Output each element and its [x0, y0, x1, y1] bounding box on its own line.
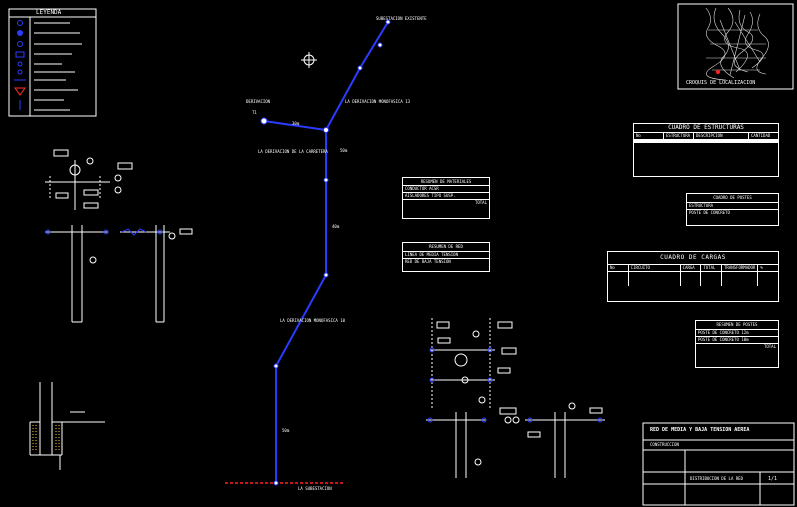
- table-cell: ESTRUCTURA: [689, 203, 714, 208]
- tabla-derecha-sup-title: CUADRO DE POSTES: [713, 195, 752, 200]
- location-marker: [716, 70, 720, 74]
- route-label-start: LA SUBESTACION: [298, 486, 332, 491]
- table-cell: POSTE DE CONCRETO 12m: [698, 330, 749, 335]
- table-header: %: [760, 265, 763, 270]
- route-nodes: [260, 19, 391, 486]
- title-block-subtitle: CONSTRUCCION: [650, 442, 679, 447]
- cuadro-estructuras-table: CUADRO DE ESTRUCTURAS No ESTRUCTURA DESC…: [633, 123, 779, 177]
- table-row: [634, 139, 778, 140]
- table-header: ESTRUCTURA: [664, 133, 694, 139]
- route-span-c: 40m: [332, 224, 340, 229]
- route-label-end-top: SUBESTACION EXISTENTE: [376, 16, 427, 21]
- location-map-texture: [705, 7, 769, 81]
- table-cell: TOTAL: [763, 344, 776, 349]
- route-span-d: 50m: [282, 428, 290, 433]
- table-row: [608, 271, 778, 286]
- foundation-detail: [29, 382, 105, 470]
- table-header: CIRCUITO: [629, 265, 681, 271]
- table-header: CARGA: [681, 265, 702, 271]
- table-header: No: [634, 133, 664, 139]
- table-row: [634, 141, 778, 142]
- table-cell: LINEA DE MEDIA TENSION: [405, 252, 458, 257]
- title-block-lines: [642, 422, 795, 506]
- table-row: [634, 142, 778, 143]
- legend-box: [8, 8, 97, 117]
- location-map-caption: CROQUIS DE LOCALIZACION: [686, 80, 756, 86]
- resumen-materiales-title: RESUMEN DE MATERIALES: [420, 179, 472, 184]
- route-label-t1: T1: [252, 110, 257, 115]
- table-header: CANTIDAD: [751, 133, 771, 138]
- table-cell: TOTAL: [474, 200, 487, 205]
- cuadro-postes-title: RESUMEN DE POSTES: [716, 322, 758, 327]
- north-arrow: [301, 52, 317, 68]
- route-label-lower: LA DERIVACION MONOFASICA 10: [280, 318, 346, 323]
- foundation-hatch: [32, 425, 60, 452]
- legend-title: LEYENDA: [36, 9, 62, 16]
- title-block-project: RED DE MEDIA Y BAJA TENSION AEREA: [650, 427, 750, 433]
- title-block-sheet: 1/1: [768, 476, 778, 482]
- table-cell: RED DE BAJA TENSION: [405, 259, 451, 264]
- resumen-materiales-table: RESUMEN DE MATERIALES CONDUCTOR ACSR AIS…: [402, 177, 490, 219]
- table-header: DESCRIPCION: [694, 133, 749, 139]
- route-label-mid: LA DERIVACION MONOFASICA 13: [345, 99, 411, 104]
- table-row: [634, 140, 778, 141]
- legend-lines: [34, 22, 82, 111]
- route-label-left-branch: DERIVACION: [246, 99, 271, 104]
- table-cell: AISLADORES TIPO SUSP.: [405, 193, 456, 198]
- resumen-red-table: RESUMEN DE RED LINEA DE MEDIA TENSION RE…: [402, 242, 490, 272]
- title-block-drawing: DISTRIBUCION DE LA RED: [690, 476, 743, 481]
- table-cell: POSTE DE CONCRETO: [689, 210, 730, 215]
- table-header: No: [608, 265, 629, 271]
- table-cell: CONDUCTOR ACSR: [405, 186, 439, 191]
- cuadro-cargas-table: CUADRO DE CARGAS No CIRCUITO CARGA TOTAL…: [607, 251, 779, 302]
- cuadro-estructuras-title: CUADRO DE ESTRUCTURAS: [668, 124, 744, 131]
- cuadro-postes-table: RESUMEN DE POSTES POSTE DE CONCRETO 12m …: [695, 320, 779, 368]
- resumen-red-title: RESUMEN DE RED: [429, 244, 463, 249]
- pole-detail-upper-left: [45, 149, 193, 323]
- pole-insulators: [45, 228, 163, 236]
- legend-symbols: [14, 20, 26, 110]
- cuadro-cargas-title: CUADRO DE CARGAS: [660, 254, 726, 261]
- pole-insulators-lower: [427, 347, 603, 423]
- table-cell: POSTE DE CONCRETO 10m: [698, 337, 749, 342]
- location-map-frame: [677, 3, 794, 90]
- route-label-center: LA DERIVACION DE LA CARRETERA: [258, 149, 328, 154]
- pole-detail-lower-middle: [426, 318, 605, 478]
- table-header: TOTAL: [701, 265, 723, 271]
- route-span-b: 50m: [340, 148, 348, 153]
- tabla-derecha-sup: CUADRO DE POSTES ESTRUCTURA POSTE DE CON…: [686, 193, 779, 226]
- route-span-a: 30m: [292, 121, 300, 126]
- table-header: TRANSFORMADOR: [722, 265, 759, 271]
- route-line: [263, 21, 389, 483]
